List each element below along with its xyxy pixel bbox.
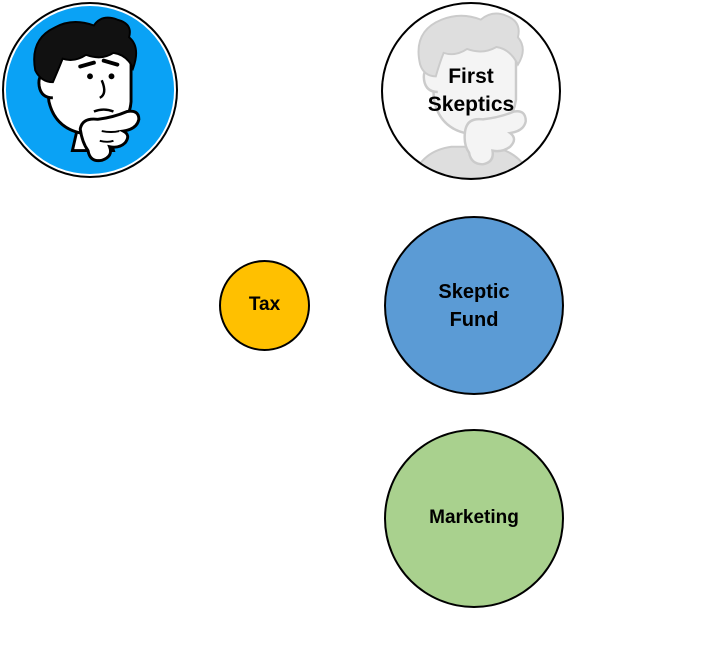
tax-node: Tax (219, 260, 310, 351)
marketing-label: Marketing (429, 507, 519, 529)
skeptic-fund-label: Skeptic Fund (438, 280, 510, 331)
marketing-node: Marketing (384, 429, 564, 608)
logo (2, 2, 178, 178)
tax-label: Tax (248, 294, 281, 316)
skeptic-fund-node: Skeptic Fund (384, 216, 564, 395)
thinking-man-icon (411, 12, 533, 178)
first-skeptics-node: First Skeptics (381, 2, 561, 180)
first-skeptics-label: First Skeptics (427, 64, 515, 116)
thinking-man-icon (5, 5, 175, 175)
